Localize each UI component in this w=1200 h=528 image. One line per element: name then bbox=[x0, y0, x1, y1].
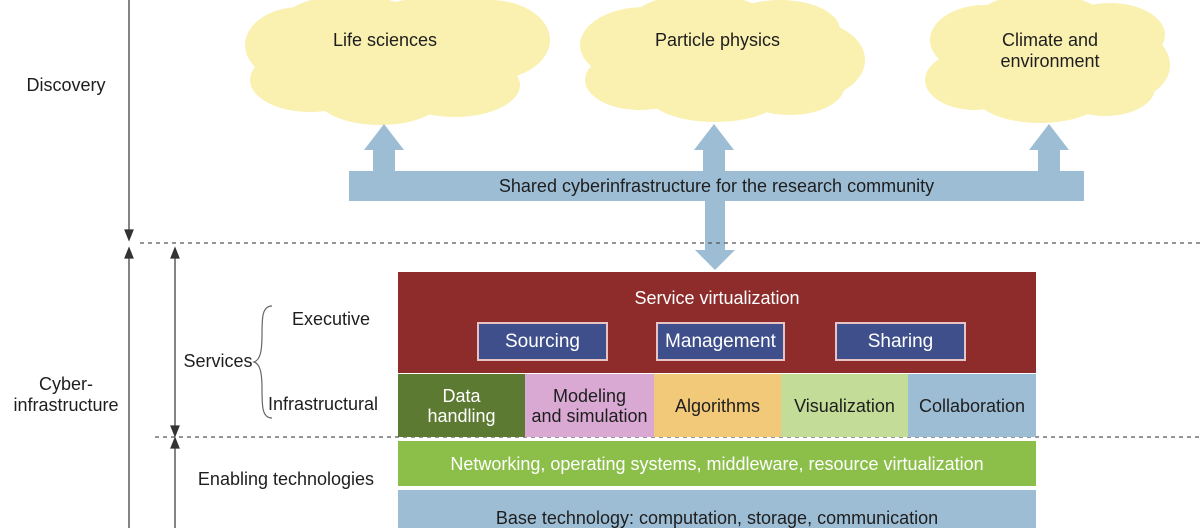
down-arrow bbox=[695, 200, 735, 270]
cloud-label-climate: Climate and environment bbox=[960, 30, 1140, 72]
services-label: Services bbox=[183, 351, 253, 371]
enabling-technologies-label: Enabling technologies bbox=[197, 469, 375, 489]
shared-banner-text: Shared cyberinfrastructure for the resea… bbox=[498, 176, 935, 196]
discovery-label: Discovery bbox=[26, 75, 106, 95]
shared-banner-bg bbox=[349, 171, 1084, 201]
algorithms-box: Algorithms bbox=[654, 374, 781, 437]
visualization-box: Visualization bbox=[781, 374, 908, 437]
modeling-simulation-box: Modeling and simulation bbox=[525, 374, 654, 437]
cyberinfrastructure-label-line2: infrastructure bbox=[13, 395, 119, 415]
up-arrows bbox=[364, 124, 1069, 176]
data-handling-box: Data handling bbox=[398, 374, 525, 437]
modeling-line2: and simulation bbox=[531, 405, 648, 426]
cloud-climate bbox=[925, 0, 1170, 123]
data-handling-line2: handling bbox=[427, 405, 496, 426]
cloud-label-particle-physics: Particle physics bbox=[654, 30, 781, 50]
cyberinfrastructure-label-line1: Cyber- bbox=[38, 374, 93, 394]
enabling-bar: Networking, operating systems, middlewar… bbox=[398, 441, 1036, 486]
cloud-label-climate-line1: Climate and bbox=[1001, 30, 1099, 50]
cloud-life-sciences bbox=[245, 0, 550, 125]
executive-label: Executive bbox=[292, 309, 371, 329]
cloud-label-life-sciences: Life sciences bbox=[332, 30, 438, 50]
infrastructural-label: Infrastructural bbox=[268, 394, 379, 414]
base-technology-bar: Base technology: computation, storage, c… bbox=[398, 490, 1036, 528]
cloud-label-climate-line2: environment bbox=[1000, 51, 1100, 71]
management-box: Management bbox=[656, 322, 785, 361]
cloud-particle-physics bbox=[580, 0, 865, 122]
sourcing-box: Sourcing bbox=[477, 322, 608, 361]
sharing-box: Sharing bbox=[835, 322, 966, 361]
data-handling-line1: Data bbox=[442, 385, 481, 406]
cyberinfrastructure-label: Cyber- infrastructure bbox=[0, 374, 132, 416]
collaboration-box: Collaboration bbox=[908, 374, 1036, 437]
service-virtualization-title: Service virtualization bbox=[634, 288, 800, 308]
services-brace bbox=[252, 305, 273, 419]
left-arrows bbox=[124, 0, 180, 528]
modeling-line1: Modeling bbox=[552, 385, 627, 406]
